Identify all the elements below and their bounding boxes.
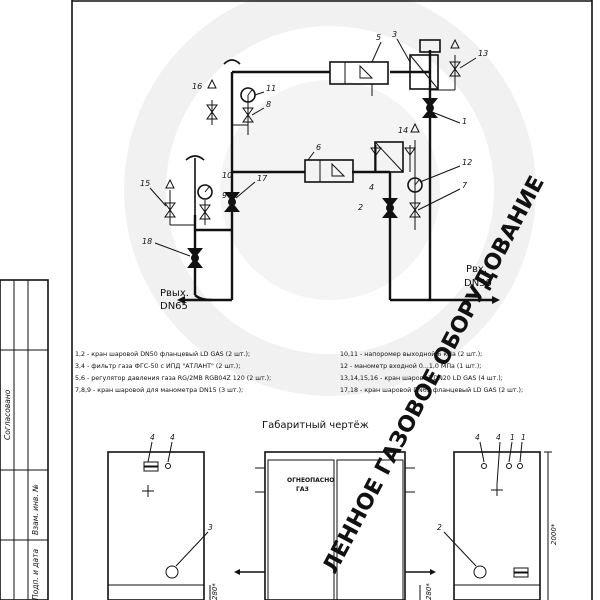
- height-dim: 2000*: [550, 523, 558, 545]
- inlet-dn: DN50: [464, 278, 492, 289]
- valve-17: [224, 192, 240, 212]
- small-valves: [164, 61, 461, 220]
- cabinet-front-left: 4 4 3 280*: [107, 433, 219, 600]
- callout-8: 8: [266, 100, 271, 109]
- legend-right-2: 12 - манометр входной 0...1,0 МПа (1 шт.…: [340, 362, 481, 370]
- legend-right-4: 17,18 - кран шаровой DN65 фланцевый LD G…: [340, 386, 523, 394]
- callout-3: 3: [392, 30, 397, 39]
- sheet-frame: [71, 0, 593, 600]
- callout-left-3: 3: [208, 523, 213, 532]
- callout-7: 7: [462, 181, 468, 190]
- callout-10: 10: [222, 171, 232, 180]
- outlet-dn: DN65: [160, 301, 188, 312]
- legend-left-4: 7,8,9 - кран шаровой для манометра DN15 …: [75, 386, 243, 394]
- dimension-drawing-title: Габаритный чертёж: [262, 420, 369, 431]
- filter-3: [409, 39, 441, 90]
- callout-right-4a: 4: [475, 433, 480, 442]
- stamp-replaced-inv: Взам. инв. №: [31, 484, 40, 535]
- callout-12: 12: [462, 158, 472, 167]
- legend-left-1: 1,2 - кран шаровой DN50 фланцевый LD GAS…: [75, 350, 250, 358]
- callout-14: 14: [398, 126, 408, 135]
- valve-1: [422, 98, 438, 118]
- callout-5: 5: [376, 33, 381, 42]
- stamp-approved: Согласовано: [3, 389, 12, 440]
- regulator-6: [304, 159, 354, 183]
- callout-labels: 5 3 13 16 11 8 1 14 6 12 10 17 4 7 15 9 …: [140, 30, 488, 246]
- callout-11: 11: [266, 84, 276, 93]
- cabinet-front-doors: ОГНЕОПАСНО ГАЗ 280*: [234, 451, 436, 600]
- outlet-label: Рвых. DN65: [160, 288, 189, 312]
- callout-right-1a: 1: [510, 433, 515, 442]
- callout-left-4b: 4: [170, 433, 175, 442]
- callout-leaders: [149, 38, 477, 257]
- callout-right-2: 2: [437, 523, 442, 532]
- cabinet-front-right: 4 4 1 1 2 2000*: [437, 433, 558, 600]
- callout-18: 18: [142, 237, 152, 246]
- base-dim-center: 280*: [425, 583, 433, 600]
- stamp-sign-date: Подп. и дата: [31, 548, 40, 600]
- inlet-pressure: Рвх.: [466, 264, 487, 275]
- outlet-pressure: Рвых.: [160, 288, 189, 299]
- callout-16: 16: [192, 82, 202, 91]
- callout-9: 9: [222, 191, 227, 200]
- side-stamp-block: [0, 279, 49, 600]
- legend: 1,2 - кран шаровой DN50 фланцевый LD GAS…: [75, 350, 523, 394]
- filter-4: [374, 141, 404, 173]
- callout-right-4b: 4: [496, 433, 501, 442]
- base-dim-left: 280*: [211, 583, 219, 600]
- legend-left-2: 3,4 - фильтр газа ФГС-50 с ИПД "АТЛАНТ" …: [75, 363, 240, 370]
- callout-2: 2: [358, 203, 363, 212]
- callout-4: 4: [369, 183, 374, 192]
- callout-6: 6: [316, 143, 321, 152]
- regulator-5: [329, 61, 389, 96]
- valve-2: [382, 198, 398, 218]
- door-warning-2: ГАЗ: [296, 486, 309, 493]
- callout-17: 17: [257, 174, 268, 183]
- callout-1: 1: [462, 117, 467, 126]
- callout-left-4a: 4: [150, 433, 155, 442]
- callout-15: 15: [140, 179, 150, 188]
- door-warning-1: ОГНЕОПАСНО: [287, 477, 334, 484]
- callout-13: 13: [478, 49, 488, 58]
- legend-right-1: 10,11 - напоромер выходной 6 кПа (2 шт.)…: [340, 350, 482, 358]
- watermark: ЛЕННОЕ ГАЗОВОЕ ОБОРУДОВАНИЕ: [124, 0, 550, 578]
- purge-arrows: [165, 38, 460, 189]
- inlet-label: Рвх. DN50: [464, 264, 492, 289]
- legend-right-3: 13,14,15,16 - кран шаровой DN20 LD GAS (…: [340, 374, 503, 382]
- valve-18: [187, 248, 203, 268]
- legend-left-3: 5,6 - регулятор давления газа RG/2MB RGB…: [75, 375, 271, 382]
- callout-right-1b: 1: [521, 433, 526, 442]
